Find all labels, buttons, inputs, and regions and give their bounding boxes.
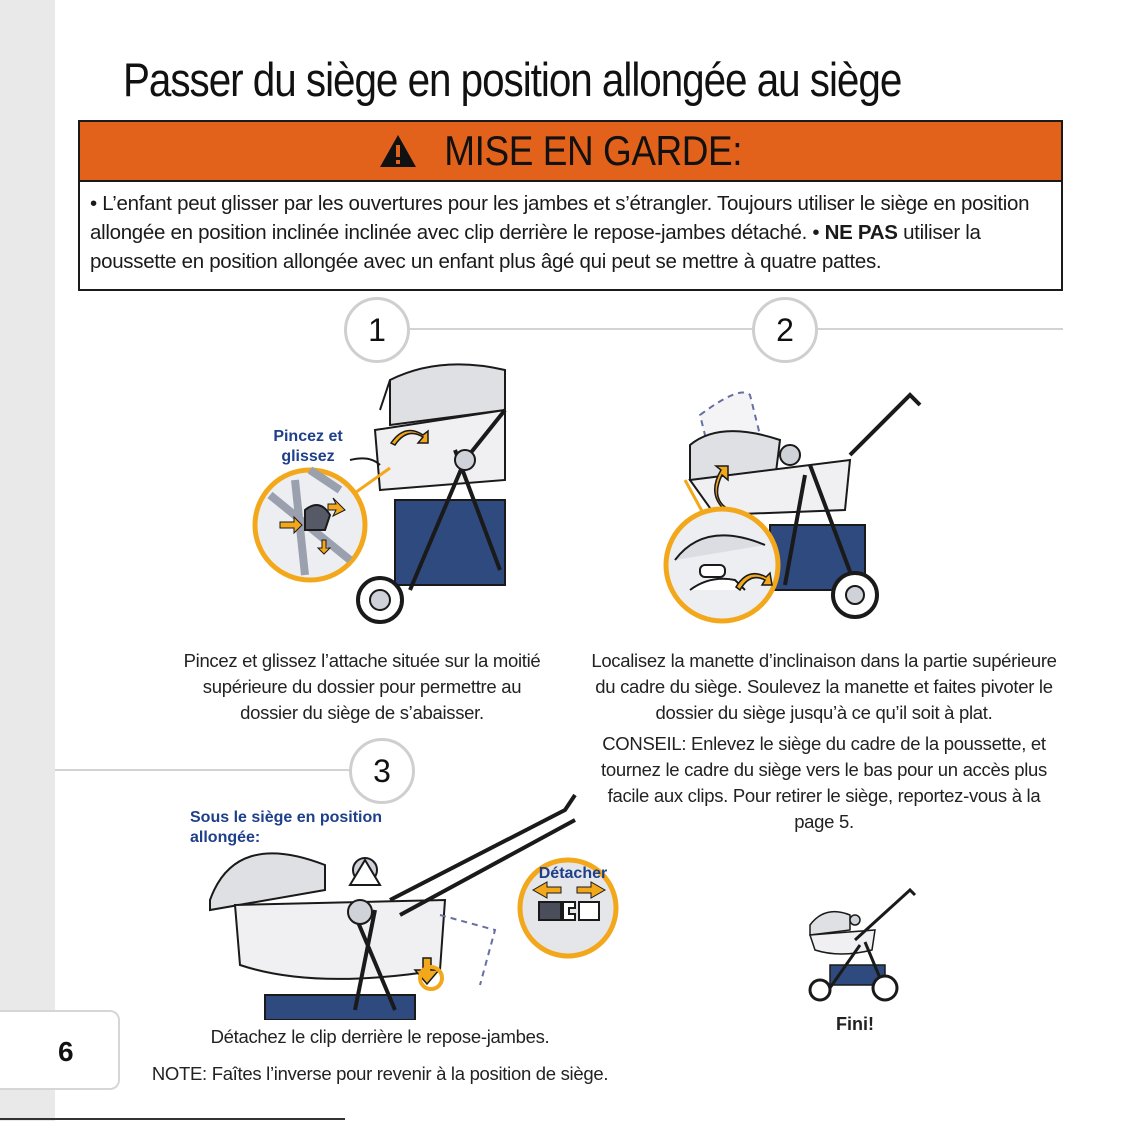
- page-number-tab: [0, 1010, 120, 1090]
- step-3-note: NOTE: Faîtes l’inverse pour revenir à la…: [151, 1063, 609, 1084]
- step-2-divider: [818, 328, 1063, 330]
- step-1-caption: Pincez et glissez l’attache située sur l…: [183, 650, 541, 723]
- step-2-number: 2: [752, 297, 818, 363]
- finish-label: Fini!: [836, 1014, 874, 1034]
- step-1-illustration: [252, 363, 507, 624]
- warning-bullet-1: • L’enfant peut glisser par les ouvertur…: [90, 192, 1030, 244]
- warning-emphasis: NE PAS: [824, 221, 898, 244]
- step-3-illustration: [209, 793, 619, 1020]
- warning-text: • L’enfant peut glisser par les ouvertur…: [80, 182, 1061, 276]
- warning-bullet-2: utiliser la poussette en position allong…: [90, 221, 981, 273]
- step-3-number: 3: [349, 738, 415, 804]
- page-title: Passer du siège en position allongée au …: [123, 53, 902, 106]
- step-3-caption: Détachez le clip derrière le repose-jamb…: [210, 1026, 550, 1047]
- step-3-callout: Détacher: [538, 865, 608, 882]
- step-2-tip: CONSEIL: Enlevez le siège du cadre de la…: [601, 733, 1047, 832]
- step-1-divider: [410, 328, 752, 330]
- step-3-subtitle: Sous le siège en position allongée:: [190, 809, 383, 846]
- side-margin-strip: [0, 0, 55, 1121]
- step-2-caption: Localisez la manette d’inclinaison dans …: [591, 650, 1057, 723]
- warning-header: MISE EN GARDE:: [80, 122, 1061, 182]
- warning-triangle-icon: [380, 135, 417, 167]
- warning-title: MISE EN GARDE:: [444, 127, 743, 174]
- page-number: 6: [58, 1036, 74, 1067]
- warning-box: MISE EN GARDE: • L’enfant peut glisser p…: [78, 120, 1063, 291]
- finished-stroller-illustration: [808, 887, 917, 1002]
- step-2-illustration: [663, 391, 922, 624]
- step-3-divider: [55, 769, 351, 771]
- step-1-callout: Pincez et glissez: [273, 428, 343, 465]
- step-1-number: 1: [344, 297, 410, 363]
- bottom-rule: [0, 1118, 345, 1120]
